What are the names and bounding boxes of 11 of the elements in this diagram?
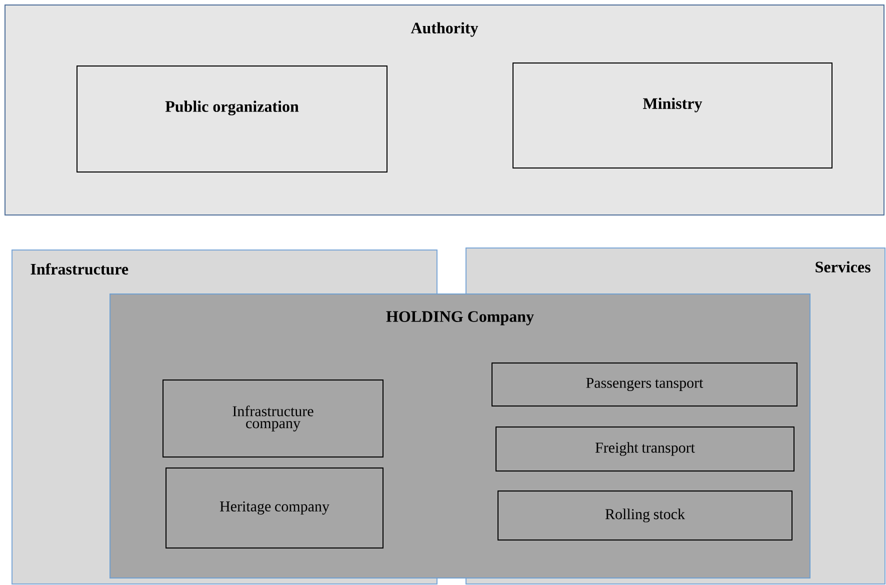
heading: Infrastructure xyxy=(30,263,128,275)
unit-box: Passengers tansport xyxy=(492,362,798,406)
heading: Public organization xyxy=(165,100,299,116)
unit-box: Rolling stock xyxy=(498,490,792,540)
heading: Services xyxy=(816,261,870,272)
unit-box: Infrastructure company xyxy=(162,380,384,458)
unit-box: Freight transport xyxy=(496,426,794,472)
unit-box: Heritage company xyxy=(166,468,384,548)
heading: Authority xyxy=(410,22,478,37)
heading: Ministry xyxy=(643,98,702,112)
heading: HOLDING Company xyxy=(386,311,534,326)
